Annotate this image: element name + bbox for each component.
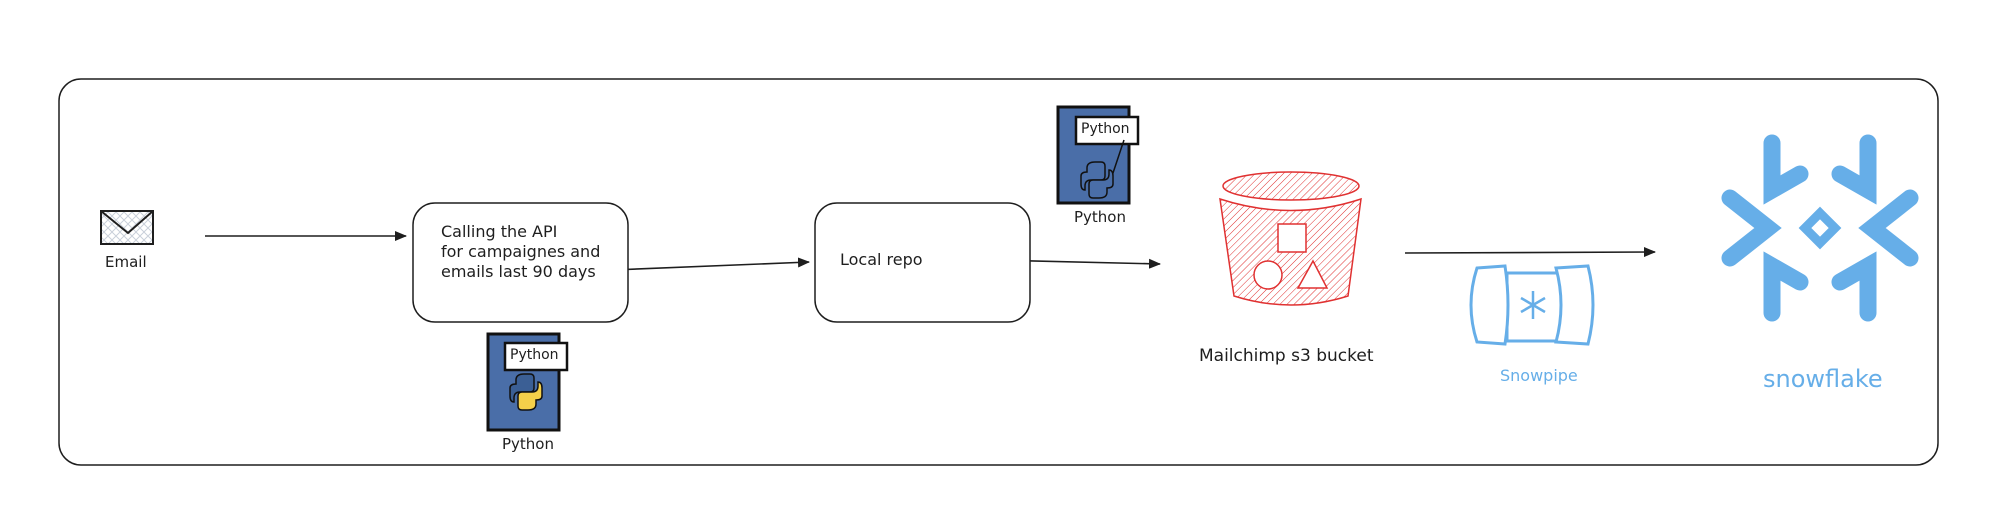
api-call-line-3: emails last 90 days <box>441 262 596 281</box>
snowflake-mini-icon <box>1520 291 1546 319</box>
python-card-2 <box>1056 105 1140 205</box>
s3-bucket-label: Mailchimp s3 bucket <box>1199 346 1374 366</box>
edge-api-to-local-repo <box>611 257 810 271</box>
s3-bucket-icon <box>1219 171 1362 306</box>
api-call-line-2: for campaignes and <box>441 242 601 261</box>
envelope-icon <box>100 210 154 245</box>
snowpipe-icon <box>1469 264 1595 346</box>
snowflake-label: snowflake <box>1763 365 1883 393</box>
snowflake-logo-icon <box>1721 134 1919 322</box>
email-label: Email <box>105 253 147 271</box>
api-call-line-1: Calling the API <box>441 222 558 241</box>
snowpipe-label: Snowpipe <box>1500 366 1578 385</box>
python-badge-2: Python <box>1081 121 1130 137</box>
python-label-2: Python <box>1074 208 1126 226</box>
python-label-1: Python <box>502 435 554 453</box>
api-call-node[interactable] <box>412 202 629 323</box>
python-logo-icon <box>509 373 543 411</box>
edge-s3-to-snowflake <box>1404 247 1656 258</box>
api-call-label: Calling the API for campaignes and email… <box>441 222 600 282</box>
python-logo-icon <box>1080 161 1114 199</box>
python-card-1 <box>486 332 569 432</box>
local-repo-node[interactable] <box>814 202 1031 323</box>
python-badge-1: Python <box>510 347 559 363</box>
local-repo-label: Local repo <box>840 250 923 269</box>
pipeline-frame <box>58 78 1939 466</box>
